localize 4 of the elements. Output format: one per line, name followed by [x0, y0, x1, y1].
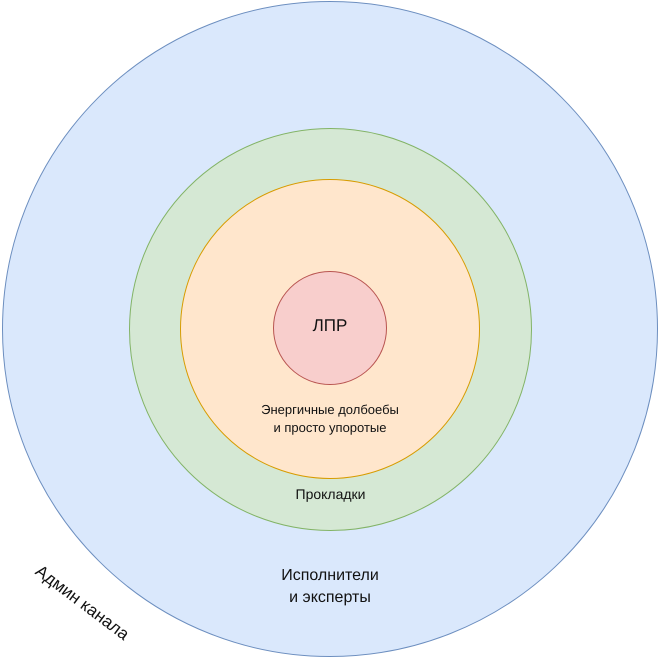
circle-label: ЛПР [312, 315, 348, 337]
circle-label: Прокладки [294, 485, 366, 504]
circle-label: Энергичные долбоебы и просто упоротые [260, 401, 400, 436]
circle-label: Исполнители и эксперты [280, 566, 380, 608]
